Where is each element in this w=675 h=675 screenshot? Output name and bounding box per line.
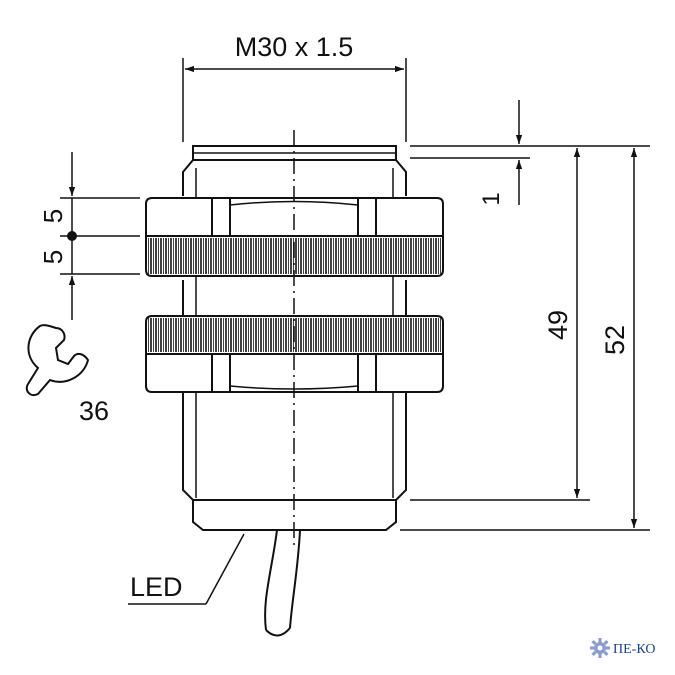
dimension-dot [67, 231, 77, 241]
total-length-dim: 52 [600, 325, 630, 355]
body-length-dim: 49 [543, 310, 573, 340]
right-dimensions [400, 100, 650, 531]
nut-upper-dim: 5 [38, 209, 68, 223]
led-leader [128, 533, 245, 605]
thread-dimension [182, 58, 407, 142]
cable [264, 529, 301, 637]
led-label: LED [130, 572, 183, 602]
watermark-text: ПЕ-КО [613, 642, 655, 657]
face-offset-dim: 1 [478, 192, 505, 205]
wrench-icon [25, 324, 90, 396]
watermark-text-wrap: ПЕ-КО [613, 642, 655, 657]
watermark-logo: ПЕ-КО [589, 637, 665, 659]
thread-label: M30 x 1.5 [235, 32, 354, 62]
wrench-size: 36 [79, 396, 109, 426]
nut-lower-dim: 5 [38, 250, 68, 264]
gear-icon [590, 638, 610, 658]
